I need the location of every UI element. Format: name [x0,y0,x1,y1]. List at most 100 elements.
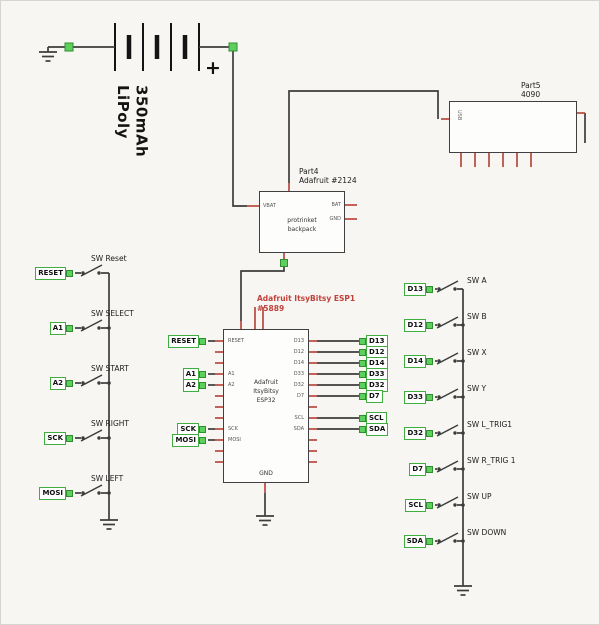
netlabel-mcu-d13: D13 [359,334,388,348]
net-pad [359,392,366,400]
battery-label-line2: 350mAh [132,85,151,158]
netlabel-mcu-reset: RESET [168,334,206,348]
mcu-title: Adafruit ItsyBitsy ESP1 #5889 [257,294,355,314]
net-pad [359,370,366,378]
mcu-title-line1: Adafruit ItsyBitsy ESP1 [257,294,356,303]
battery-label: LiPoly 350mAh [113,85,151,195]
net-pad [426,465,433,473]
switch-name: SW Y [467,384,487,393]
junction-dots [107,323,465,543]
mcu-pin-scl: SCL [294,415,304,421]
net-pad [66,489,73,497]
bendpoint-pad [280,259,288,267]
net-pad [426,429,433,437]
net-pad [199,337,206,345]
switch-name: SW L_TRIG1 [467,420,513,429]
net-pad [426,501,433,509]
net-pad [426,285,433,293]
switch-name: SW START [91,364,129,373]
net-pad [199,381,206,389]
mcu-pin-d33: D33 [293,371,304,377]
mcu-pin-sck: SCK [228,426,238,432]
mcu-pin-d14: D14 [293,360,304,366]
battery-pos-pad [228,42,238,52]
switch-icon [436,316,459,329]
switch-name: SW RIGHT [91,419,130,428]
netlabel-sw-sck: SCK [44,431,73,445]
part5-part-number: 4090 [521,90,541,100]
switch-icon [436,388,459,401]
wire-net [48,46,586,581]
net-pad [359,337,366,345]
part4-label: Part4 Adafruit #2124 [299,167,357,186]
switch-name: SW A [467,276,487,285]
component-pins [215,112,585,493]
switch-icon [80,264,103,277]
netlabel-mcu-mosi: MOSI [172,433,206,447]
mcu-pin-mosi: MOSI [228,437,241,443]
net-pad [66,379,73,387]
switch-name: SW LEFT [91,474,124,483]
netlabel-sw-a2: A2 [49,376,73,390]
netlabel-sw-d14: D14 [404,354,433,368]
net-pad [199,425,206,433]
switch-name: SW DOWN [467,528,507,537]
netlabel-sw-d33: D33 [404,390,433,404]
netlabel-mcu-a2: A2 [182,378,206,392]
switch-icon [80,374,103,387]
switch-icon [436,352,459,365]
part4-inner-label: protrinket backpack [287,217,317,233]
battery-plus-sign: + [205,57,221,79]
part4-box: VBAT BAT GND protrinket backpack [259,191,345,253]
netlabel-sw-reset: RESET [35,266,73,280]
switch-name: SW UP [467,492,492,501]
net-pad [66,434,73,442]
switch-icon [436,532,459,545]
part5-designator: Part5 [521,81,541,90]
switch-icon [436,424,459,437]
mcu-gnd-pin-label: GND [259,470,273,477]
battery-symbol [114,23,200,71]
switch-name: SW R_TRIG 1 [467,456,516,465]
part4-part-number: Adafruit #2124 [299,176,357,186]
mcu-inner-label: Adafruit ItsyBitsy ESP32 [253,379,279,404]
part4-designator: Part4 [299,167,319,176]
switch-name: SW B [467,312,487,321]
net-pad [426,321,433,329]
mcu-pin-d32: D32 [293,382,304,388]
mcu-title-line2: #5889 [257,303,285,313]
ground-icon [99,514,119,530]
net-pad [359,414,366,422]
part4-pin-vbat-label: VBAT [263,203,276,209]
part5-inner-label: USB [456,110,462,121]
net-pad [199,436,206,444]
net-pad [359,381,366,389]
part5-box: USB [449,101,577,153]
net-pad [359,348,366,356]
mcu-pin-d7: D7 [296,393,304,399]
netlabel-sw-d12: D12 [404,318,433,332]
netlabel-sw-d13: D13 [404,282,433,296]
switch-icon [436,280,459,293]
switch-name: SW SELECT [91,309,134,318]
netlabel-sw-scl: SCL [405,498,433,512]
mcu-pin-reset: RESET [228,338,245,344]
netlabel-mcu-d7: D7 [359,389,383,403]
switch-icon [80,319,103,332]
netlabel-sw-d32: D32 [404,426,433,440]
switch-name: SW X [467,348,487,357]
mcu-pin-sda: SDA [293,426,304,432]
battery-label-line1: LiPoly [113,85,132,139]
switch-icon [436,460,459,473]
netlabel-sw-sda: SDA [403,534,433,548]
net-pad [426,537,433,545]
net-pad [66,269,73,277]
switch-icon [80,429,103,442]
mcu-pin-d13: D13 [293,338,304,344]
net-pad [199,370,206,378]
mcu-pin-a2: A2 [228,382,235,388]
switch-icon [436,496,459,509]
netlabel-sw-mosi: MOSI [39,486,73,500]
net-pad [359,425,366,433]
